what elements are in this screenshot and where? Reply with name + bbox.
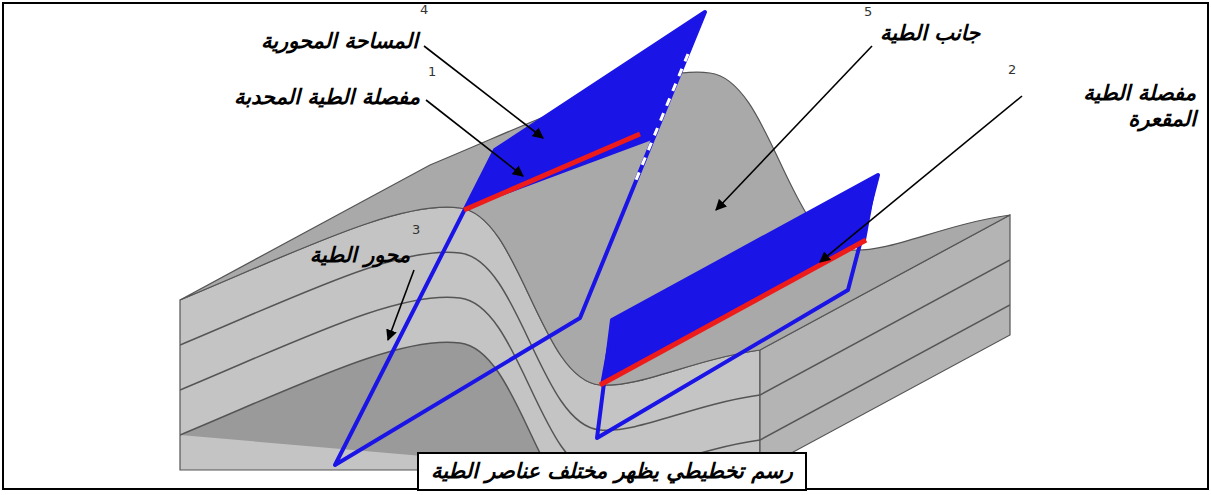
frame <box>3 3 1208 489</box>
callout-number: 2 <box>1008 62 1016 77</box>
syncline-hinge <box>600 240 866 385</box>
axial-plane <box>597 175 878 438</box>
callout-number: 4 <box>420 2 428 17</box>
callout-number: 3 <box>412 222 420 237</box>
leader-lines <box>388 46 1022 340</box>
axial-plane <box>335 12 705 465</box>
axial-plane-fill <box>464 12 705 210</box>
callout-number: 1 <box>428 64 436 79</box>
hidden-edge <box>636 54 688 180</box>
part-label: مفصلة الطية المحدبة <box>234 84 420 110</box>
callout-number: 5 <box>864 4 872 19</box>
part-label: محور الطية <box>310 242 410 268</box>
caption: رسم تخطيطي يظهر مختلف عناصر الطية <box>417 452 807 491</box>
part-label: مفصلة الطية المقعرة <box>1031 80 1196 133</box>
part-label: المساحة المحورية <box>261 28 418 54</box>
part-label: جانب الطية <box>880 20 980 46</box>
anticline-hinge <box>464 134 640 210</box>
